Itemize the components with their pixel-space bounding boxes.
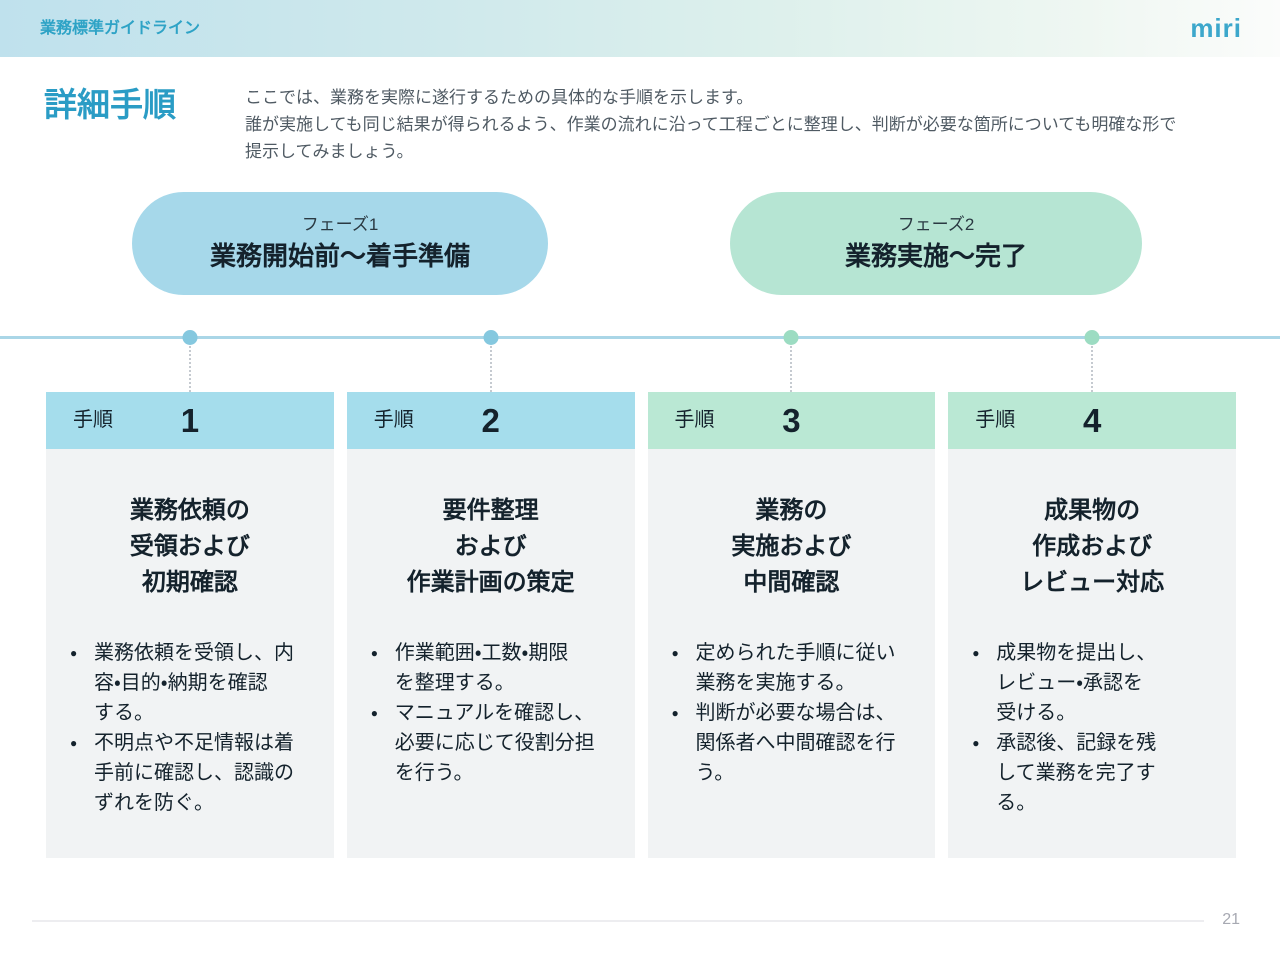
step-label: 手順 xyxy=(373,409,414,431)
phase-2-label: フェーズ2 xyxy=(897,215,975,234)
step-card-2-header: 手順 2 xyxy=(346,392,635,449)
timeline-line xyxy=(0,336,1280,339)
bullet-item: 承認後、記録を残 して業務を完了す る。 xyxy=(972,728,1216,818)
phase-2-pill: フェーズ2 業務実施～完了 xyxy=(730,192,1142,295)
phase-2-title: 業務実施～完了 xyxy=(844,241,1027,271)
step-number: 4 xyxy=(1082,402,1102,439)
bullet-item: 成果物を提出し、 レビュー・承認を 受ける。 xyxy=(972,638,1216,728)
step-label: 手順 xyxy=(674,409,715,431)
step-title: 業務依頼の 受領および 初期確認 xyxy=(129,497,250,596)
timeline-dot-icon xyxy=(483,330,499,345)
step-card-4-header: 手順 4 xyxy=(948,392,1236,449)
step-number: 1 xyxy=(180,402,200,439)
step-label: 手順 xyxy=(975,409,1016,431)
top-bar: 業務標準ガイドライン miri xyxy=(0,0,1280,57)
page-title: 詳細手順 xyxy=(44,86,176,123)
step-card-4: 手順 4 成果物の 作成および レビュー対応 成果物を提出し、 レビュー・承認を… xyxy=(948,392,1236,858)
step-card-2: 手順 2 要件整理 および 作業計画の策定 作業範囲・工数・期限 を整理する。 … xyxy=(346,392,635,858)
bullet-item: マニュアルを確認し、 必要に応じて役割分担 を行う。 xyxy=(371,698,615,788)
step-card-4-body: 成果物の 作成および レビュー対応 成果物を提出し、 レビュー・承認を 受ける。… xyxy=(948,449,1236,858)
step-card-1-header: 手順 1 xyxy=(46,392,334,449)
step-bullet-list: 成果物を提出し、 レビュー・承認を 受ける。 承認後、記録を残 して業務を完了す… xyxy=(948,638,1236,818)
step-card-1-body: 業務依頼の 受領および 初期確認 業務依頼を受領し、内 容・目的・納期を確認 す… xyxy=(46,449,334,858)
step-title: 成果物の 作成および レビュー対応 xyxy=(1020,497,1165,596)
timeline-cell-3 xyxy=(648,330,936,392)
timeline-dot-icon xyxy=(783,330,799,345)
timeline-dot-icon xyxy=(1084,330,1100,345)
timeline-connector xyxy=(188,346,191,392)
app-title: 業務標準ガイドライン xyxy=(40,20,201,37)
step-card-3-body: 業務の 実施および 中間確認 定められた手順に従い 業務を実施する。 判断が必要… xyxy=(647,449,936,858)
step-label: 手順 xyxy=(73,409,113,431)
step-card-2-body: 要件整理 および 作業計画の策定 作業範囲・工数・期限 を整理する。 マニュアル… xyxy=(346,449,635,858)
step-cards-row: 手順 1 業務依頼の 受領および 初期確認 業務依頼を受領し、内 容・目的・納期… xyxy=(46,392,1236,858)
miri-logo: miri xyxy=(1190,13,1242,43)
timeline-row xyxy=(46,330,1236,392)
bullet-item: 判断が必要な場合は、 関係者へ中間確認を行 う。 xyxy=(672,698,916,788)
bullet-item: 作業範囲・工数・期限 を整理する。 xyxy=(371,638,615,698)
bullet-item: 業務依頼を受領し、内 容・目的・納期を確認 する。 xyxy=(70,638,314,728)
step-bullet-list: 業務依頼を受領し、内 容・目的・納期を確認 する。 不明点や不足情報は着 手前に… xyxy=(46,638,334,818)
step-number: 3 xyxy=(782,402,801,439)
step-number: 2 xyxy=(481,402,500,439)
phase-1-title: 業務開始前～着手準備 xyxy=(209,241,470,271)
step-card-3-header: 手順 3 xyxy=(647,392,936,449)
step-title: 業務の 実施および 中間確認 xyxy=(731,497,852,596)
step-bullet-list: 作業範囲・工数・期限 を整理する。 マニュアルを確認し、 必要に応じて役割分担 … xyxy=(347,638,635,788)
bullet-item: 不明点や不足情報は着 手前に確認し、認識の ずれを防ぐ。 xyxy=(70,728,314,818)
step-bullet-list: 定められた手順に従い 業務を実施する。 判断が必要な場合は、 関係者へ中間確認を… xyxy=(648,638,936,788)
timeline-dot-icon xyxy=(182,330,198,345)
timeline-cell-4 xyxy=(948,330,1236,392)
timeline-connector xyxy=(790,346,793,392)
timeline-connector xyxy=(1091,346,1094,392)
page-description: ここでは、業務を実際に遂行するための具体的な手順を示します。 誰が実施しても同じ… xyxy=(245,88,1177,161)
step-card-3: 手順 3 業務の 実施および 中間確認 定められた手順に従い 業務を実施する。 … xyxy=(647,392,936,858)
bullet-item: 定められた手順に従い 業務を実施する。 xyxy=(672,638,916,698)
timeline-cell-1 xyxy=(46,330,334,392)
timeline-connector xyxy=(489,346,492,392)
step-card-1: 手順 1 業務依頼の 受領および 初期確認 業務依頼を受領し、内 容・目的・納期… xyxy=(46,392,334,858)
phase-1-pill: フェーズ1 業務開始前～着手準備 xyxy=(132,192,548,295)
step-title: 要件整理 および 作業計画の策定 xyxy=(406,497,575,596)
phase-1-label: フェーズ1 xyxy=(301,215,379,234)
page-number: 21 xyxy=(1222,911,1240,928)
timeline-cell-2 xyxy=(347,330,635,392)
footer-divider xyxy=(32,920,1204,922)
